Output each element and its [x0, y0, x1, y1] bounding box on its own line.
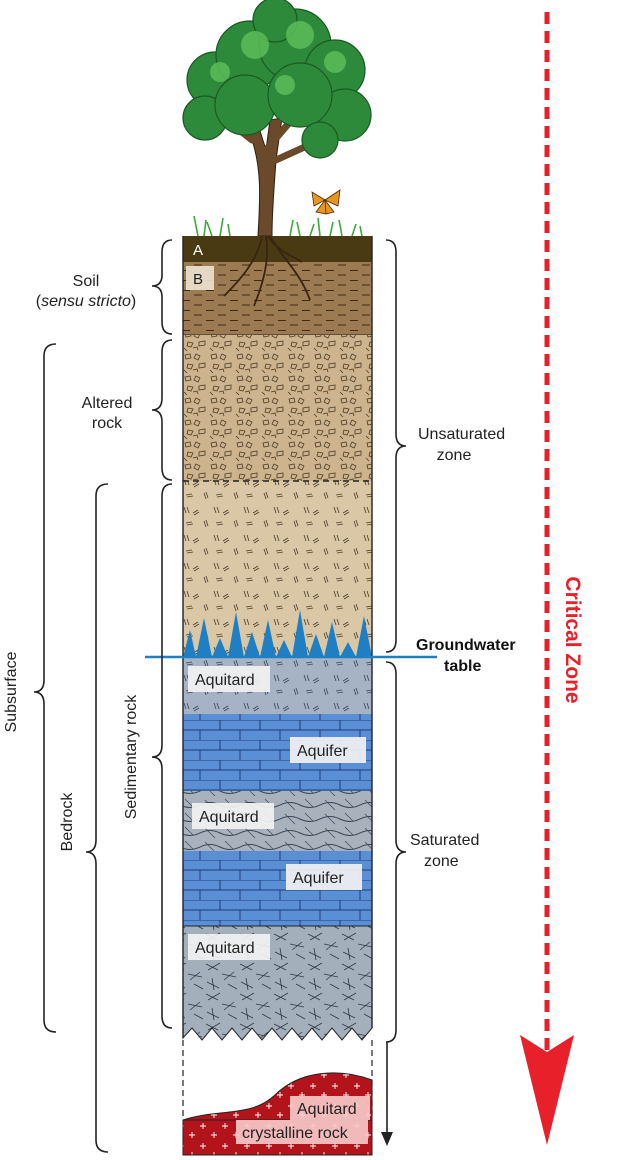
altered-rock-brace — [151, 339, 173, 481]
tree-illustration — [182, 0, 372, 237]
altered-rock-label-line2: rock — [92, 415, 123, 432]
aquitard-4-label: Aquitard — [297, 1101, 357, 1118]
crystalline-rock-label: crystalline rock — [242, 1125, 349, 1142]
saturated-zone-label-line1: Saturated — [410, 832, 479, 849]
unsaturated-zone-brace — [385, 239, 407, 653]
butterfly-icon — [311, 189, 341, 215]
capillary-fringe — [183, 610, 372, 657]
sedimentary-unsaturated-layer — [183, 481, 372, 657]
bedrock-label: Bedrock — [59, 792, 76, 852]
subsurface-brace — [33, 343, 57, 1033]
aquitard-1-label: Aquitard — [195, 672, 255, 689]
bedrock-brace — [85, 483, 109, 1153]
aquitard-2-label: Aquitard — [199, 809, 259, 826]
horizon-b-label: B — [193, 271, 203, 288]
groundwater-table-label-line2: table — [444, 658, 481, 675]
aquifer-1-label: Aquifer — [297, 743, 348, 760]
saturated-zone-brace — [385, 661, 407, 1043]
horizon-a-label: A — [193, 242, 203, 259]
grass — [193, 215, 363, 237]
unsaturated-zone-label-line1: Unsaturated — [418, 426, 505, 443]
saturated-zone-label-line2: zone — [424, 853, 459, 870]
critical-zone-arrowhead — [520, 1035, 574, 1145]
soil-brace — [151, 239, 173, 335]
subsurface-label: Subsurface — [3, 651, 20, 732]
groundwater-table-label-line1: Groundwater — [416, 637, 516, 654]
aquifer-2-label: Aquifer — [293, 870, 344, 887]
altered-rock-label-line1: Altered — [82, 395, 133, 412]
tree-roots — [223, 235, 311, 307]
saturated-zone-arrowhead — [381, 1132, 393, 1146]
soil-horizon-b — [183, 262, 372, 335]
critical-zone-label: Critical Zone — [561, 576, 584, 703]
aquitard-3-label: Aquitard — [195, 940, 255, 957]
soil-label: Soil — [73, 273, 100, 290]
altered-rock-layer — [183, 335, 372, 481]
sedimentary-rock-label: Sedimentary rock — [123, 694, 140, 819]
unsaturated-zone-label-line2: zone — [437, 447, 472, 464]
sedimentary-rock-brace — [151, 483, 173, 1029]
soil-sensu-stricto-label: (sensu stricto) — [36, 293, 136, 310]
